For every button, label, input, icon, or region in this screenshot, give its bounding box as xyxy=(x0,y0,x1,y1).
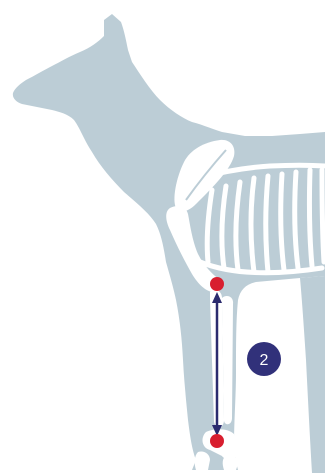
step-badge: 2 xyxy=(247,342,281,376)
far-limb-silhouette xyxy=(300,276,325,473)
proximal-marker xyxy=(210,277,224,291)
dog-silhouette xyxy=(13,14,325,470)
step-badge-label: 2 xyxy=(260,352,269,369)
distal-marker xyxy=(210,434,224,448)
